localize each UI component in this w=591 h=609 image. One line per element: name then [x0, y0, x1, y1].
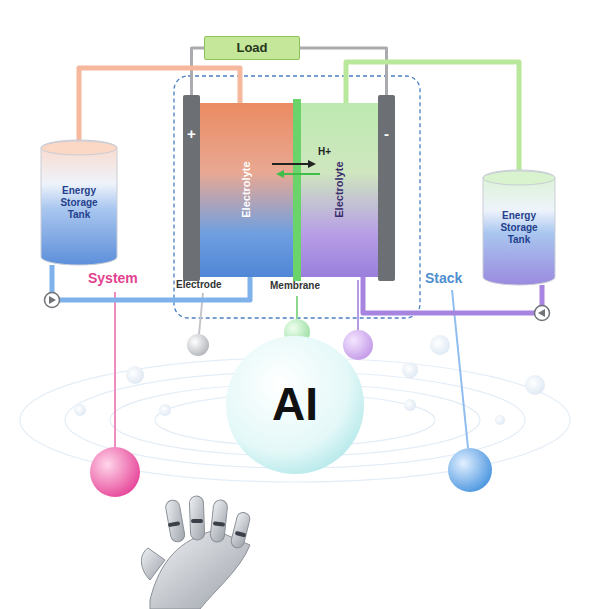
stack-sphere: [448, 448, 492, 492]
ai-circle: [226, 336, 364, 474]
stack-label: Stack: [425, 270, 462, 286]
decor-dots: [126, 366, 144, 384]
electrolyte-chamber: Electrolyte: [200, 103, 293, 277]
node-text: Electrolyte: [240, 162, 253, 218]
decor-dots: [404, 399, 416, 411]
tank-body: [41, 140, 117, 265]
electrode-sphere: [187, 334, 209, 356]
node-text: +: [187, 125, 196, 143]
decor-dots: [74, 404, 86, 416]
robot-hand: [189, 496, 205, 540]
proton-arrows: [308, 160, 316, 168]
leader-lines: [357, 280, 359, 330]
electrolyte-sphere: [343, 330, 373, 360]
robot-hand: [141, 496, 251, 609]
proton-arrows: [276, 170, 284, 178]
pump-icon: [538, 309, 545, 317]
electrode-label: Electrode: [176, 279, 222, 290]
membrane: [293, 99, 301, 281]
proton-arrows: [272, 160, 320, 178]
robot-hand: [165, 499, 186, 543]
decor-dots: [402, 362, 418, 378]
node-text: Energy Storage Tank: [490, 210, 548, 246]
stack-boundary: [174, 76, 420, 318]
electrolyte-chamber: Electrolyte: [301, 103, 378, 277]
decor-dots: [159, 404, 171, 416]
negative-electrode: -: [378, 95, 395, 281]
ion-label: H+: [318, 146, 331, 157]
load-wire: [192, 48, 205, 95]
tank-lid: [41, 141, 117, 155]
storage-tank: Energy Storage Tank: [482, 170, 556, 285]
decor-dots: [495, 415, 505, 425]
robot-hand: [210, 499, 228, 542]
robot-hand: [141, 548, 165, 580]
node-text: Load: [236, 40, 267, 56]
pump-icon: [45, 293, 60, 308]
proton-arrows: [282, 173, 320, 175]
proton-arrows: [272, 163, 310, 165]
robot-hand: [191, 519, 203, 523]
robot-hand: [235, 531, 247, 538]
load-box: Load: [204, 36, 300, 60]
leader-lines: [296, 296, 298, 322]
robot-hand: [168, 521, 181, 527]
robot-hand: [213, 521, 225, 526]
system-sphere: [90, 447, 140, 497]
storage-tank: Energy Storage Tank: [40, 140, 118, 265]
positive-electrode: +: [183, 95, 200, 281]
pump-icon: [535, 306, 550, 321]
leader-lines: [114, 292, 116, 448]
robot-hand: [168, 519, 247, 537]
node-text: AI: [272, 377, 318, 432]
node-text: Electrolyte: [333, 162, 346, 218]
pump-icon: [45, 293, 60, 308]
membrane-label: Membrane: [270, 280, 320, 291]
decor-dots: [525, 375, 545, 395]
ai-core: AI: [225, 335, 365, 475]
system-label: System: [88, 270, 138, 286]
tank-lid: [483, 171, 555, 185]
robot-hand: [230, 511, 251, 549]
load-wire: [300, 48, 387, 95]
tank-body: [483, 170, 555, 285]
pump-icon: [535, 306, 550, 321]
node-text: -: [384, 125, 389, 143]
node-text: Energy Storage Tank: [49, 185, 109, 221]
decor-dots: [430, 335, 450, 355]
pump-icon: [49, 296, 56, 304]
